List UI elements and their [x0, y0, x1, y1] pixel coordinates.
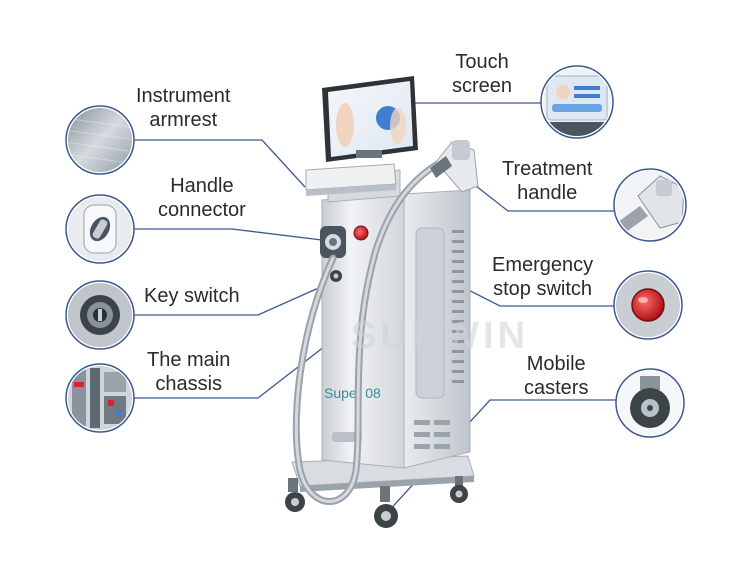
- thumb-emergency-stop: [613, 270, 683, 340]
- emergency-stop-part: [353, 225, 369, 241]
- treatment-handle-part: [430, 140, 479, 193]
- label-emergency-stop: Emergency stop switch: [492, 253, 593, 301]
- leader-handle-connector: [132, 228, 331, 242]
- label-main-chassis-line2: chassis: [155, 373, 223, 395]
- handle-connector-part: [320, 226, 346, 258]
- label-treatment-handle: Treatment handle: [502, 157, 592, 205]
- label-emergency-stop-line2: stop switch: [493, 278, 593, 300]
- leader-instrument-armrest: [132, 139, 306, 188]
- key-switch-part: [330, 270, 342, 282]
- label-instrument-armrest: Instrument armrest: [136, 84, 230, 132]
- thumb-touch-screen: [540, 65, 614, 139]
- leader-key-switch: [132, 281, 333, 316]
- thumb-treatment-handle: [613, 168, 687, 242]
- label-touch-screen: Touch screen: [452, 50, 512, 98]
- label-handle-connector-line2: connector: [158, 199, 246, 221]
- label-main-chassis: The main chassis: [147, 348, 230, 396]
- caster-wheel-front-left: [285, 478, 305, 512]
- label-touch-screen-line1: Touch: [455, 51, 509, 73]
- instrument-armrest-part: [305, 163, 397, 196]
- label-mobile-casters: Mobile casters: [524, 352, 588, 400]
- label-emergency-stop-line1: Emergency: [492, 254, 594, 276]
- thumb-key-switch: [65, 280, 135, 350]
- label-mobile-casters-line1: Mobile: [526, 353, 586, 375]
- touch-screen-part: [322, 76, 418, 162]
- label-instrument-armrest-line2: armrest: [149, 109, 218, 131]
- label-instrument-armrest-line1: Instrument: [136, 85, 231, 107]
- label-treatment-handle-line1: Treatment: [502, 158, 593, 180]
- thumb-mobile-casters: [615, 368, 685, 438]
- label-handle-connector: Handle connector: [158, 174, 246, 222]
- caster-wheel-front-right: [374, 486, 398, 528]
- label-mobile-casters-line2: casters: [524, 377, 589, 399]
- label-main-chassis-line1: The main: [147, 349, 231, 371]
- model-text: Super 08: [324, 385, 381, 401]
- label-treatment-handle-line2: handle: [517, 182, 578, 204]
- thumb-main-chassis: [65, 363, 135, 433]
- leader-main-chassis: [132, 335, 339, 399]
- thumb-handle-connector: [65, 194, 135, 264]
- label-key-switch: Key switch: [144, 284, 240, 308]
- caster-wheel-back-right: [450, 476, 468, 503]
- laser-machine: Super 08 SUNWIN: [285, 76, 529, 528]
- label-key-switch-line1: Key switch: [144, 285, 240, 307]
- leader-treatment-handle: [475, 185, 616, 212]
- label-touch-screen-line2: screen: [452, 75, 513, 97]
- thumb-instrument-armrest: [65, 105, 135, 175]
- label-handle-connector-line1: Handle: [170, 175, 234, 197]
- brand-watermark: SUNWIN: [351, 315, 529, 357]
